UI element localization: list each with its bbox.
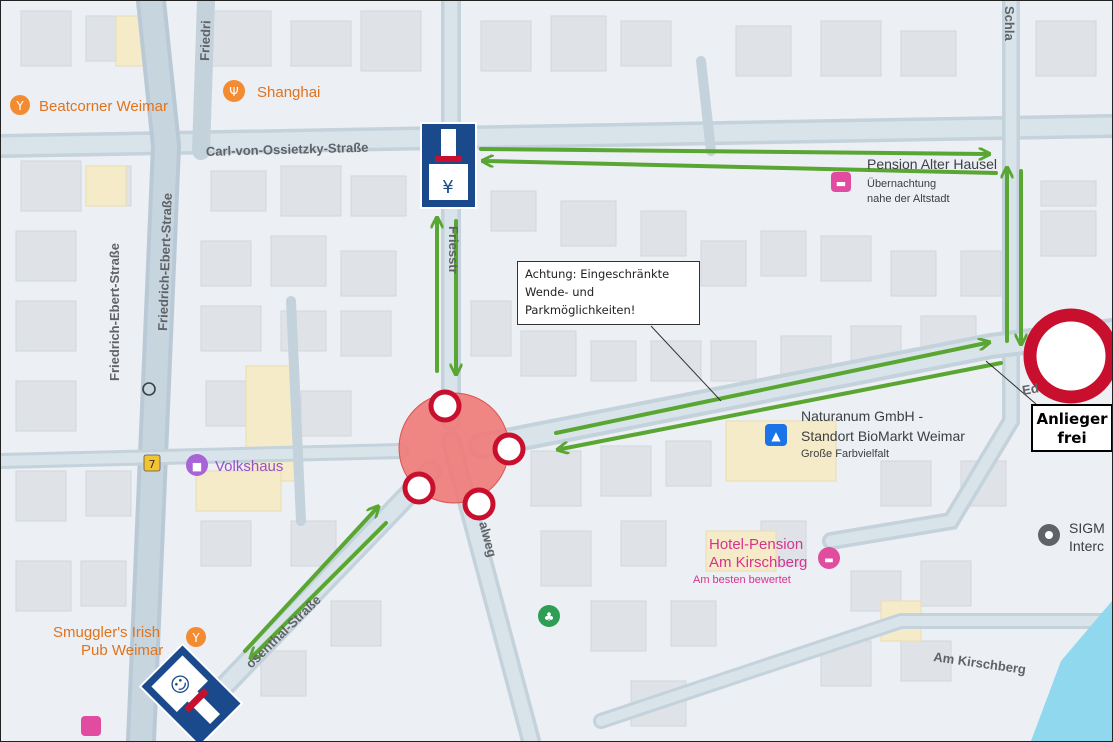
poi-naturanum-sub: Große Farbvielfalt xyxy=(801,448,889,460)
route-arrows xyxy=(243,147,1021,656)
annotation-box: Achtung: Eingeschränkte Wende- und Parkm… xyxy=(517,261,700,325)
annotation-line3: Parkmöglichkeiten! xyxy=(525,303,636,317)
route-arrow-carl-west xyxy=(486,161,998,175)
dead-end-sign-southwest: ☺ xyxy=(138,642,244,741)
poi-volkshaus[interactable]: Volkshaus xyxy=(215,458,283,475)
street-friesstr: Friesstr xyxy=(446,226,461,274)
hotel-icon xyxy=(831,172,851,192)
park-icon xyxy=(538,605,560,627)
svg-text:Y: Y xyxy=(191,631,200,645)
street-friedrich-ebert-main: Friedrich-Ebert-Straße xyxy=(155,193,175,331)
poi-icons: Y Ψ ■ Y ▬ ▲ ▬ ♣ 7 xyxy=(10,80,1060,736)
poi-pension-alter[interactable]: Pension Alter Hausel xyxy=(867,156,997,172)
street-friedrich-top: Friedri xyxy=(197,20,213,61)
shop-icon xyxy=(765,424,787,446)
poi-sigma-line2[interactable]: Interc xyxy=(1069,538,1104,554)
route-badge-number: 7 xyxy=(149,458,156,471)
annotation-line1: Achtung: Eingeschränkte xyxy=(525,267,670,281)
venue-icon xyxy=(186,454,208,476)
svg-text:Ψ: Ψ xyxy=(229,85,238,99)
poi-hotel-line1[interactable]: Hotel-Pension xyxy=(709,536,803,553)
route-arrow-ed-east xyxy=(554,343,986,435)
svg-text:▲: ▲ xyxy=(771,429,781,443)
poi-sigma-line1[interactable]: SIGM xyxy=(1069,520,1105,536)
poi-smugglers-line1[interactable]: Smuggler's Irish xyxy=(53,624,160,641)
street-friedrich-ebert-side: Friedrich-Ebert-Straße xyxy=(107,243,122,381)
route-badge xyxy=(143,454,161,472)
poi-hotel-sub: Am besten bewertet xyxy=(693,574,791,586)
svg-text:▬: ▬ xyxy=(836,177,846,190)
pub-icon xyxy=(186,627,206,647)
svg-text:▬: ▬ xyxy=(824,555,833,566)
prohibition-sign-north xyxy=(428,389,462,423)
river xyxy=(1031,601,1112,741)
prohibition-sign-south xyxy=(462,487,496,521)
annotation-line2: Wende- und xyxy=(525,285,595,299)
bar-icon xyxy=(10,95,30,115)
no-vehicles-sign xyxy=(1023,308,1112,404)
roundabout-signs xyxy=(402,389,526,521)
parking-icon xyxy=(142,382,156,396)
svg-text:■: ■ xyxy=(192,460,202,473)
poi-pension-alter-sub1: Übernachtung xyxy=(867,178,936,190)
restaurant-icon xyxy=(223,80,245,102)
anlieger-line2: frei xyxy=(1057,429,1087,447)
highlighted-buildings xyxy=(85,15,922,642)
poi-smugglers-line2[interactable]: Pub Weimar xyxy=(81,642,163,659)
pedestrian-bike-icon: ¥ xyxy=(442,177,453,198)
hotel-icon-bottom xyxy=(81,716,101,736)
prohibition-sign-east xyxy=(492,432,526,466)
pointer-lines xyxy=(650,325,1037,405)
hotel-pension-icon xyxy=(818,547,840,569)
svg-text:♣: ♣ xyxy=(544,610,555,624)
route-arrow-ed-west xyxy=(561,361,1003,449)
street-schla: Schla xyxy=(1002,6,1017,41)
poi-naturanum-line2[interactable]: Standort BioMarkt Weimar xyxy=(801,428,965,444)
poi-beatcorner[interactable]: Beatcorner Weimar xyxy=(39,98,168,115)
svg-text:Y: Y xyxy=(15,99,24,113)
poi-labels: Beatcorner Weimar Shanghai Volkshaus Smu… xyxy=(39,84,1105,659)
anlieger-frei-sign: Anlieger frei xyxy=(1031,404,1112,452)
route-arrow-carl-east xyxy=(479,147,986,154)
route-arrow-rosenthal-down xyxy=(253,521,388,656)
poi-hotel-line2[interactable]: Am Kirschberg xyxy=(709,554,807,571)
poi-pension-alter-sub2: nahe der Altstadt xyxy=(867,193,950,205)
route-arrow-rosenthal-up xyxy=(243,509,376,653)
anlieger-line1: Anlieger xyxy=(1036,410,1108,428)
dead-end-sign-north: ¥ xyxy=(420,122,477,209)
prohibition-sign-southwest xyxy=(402,471,436,505)
poi-shanghai[interactable]: Shanghai xyxy=(257,84,320,101)
street-carl-von-ossietzky: Carl-von-Ossietzky-Straße xyxy=(206,140,369,159)
street-ed: Ed xyxy=(1021,380,1040,398)
poi-naturanum-line1[interactable]: Naturanum GmbH - xyxy=(801,408,923,424)
buildings xyxy=(15,10,1097,727)
